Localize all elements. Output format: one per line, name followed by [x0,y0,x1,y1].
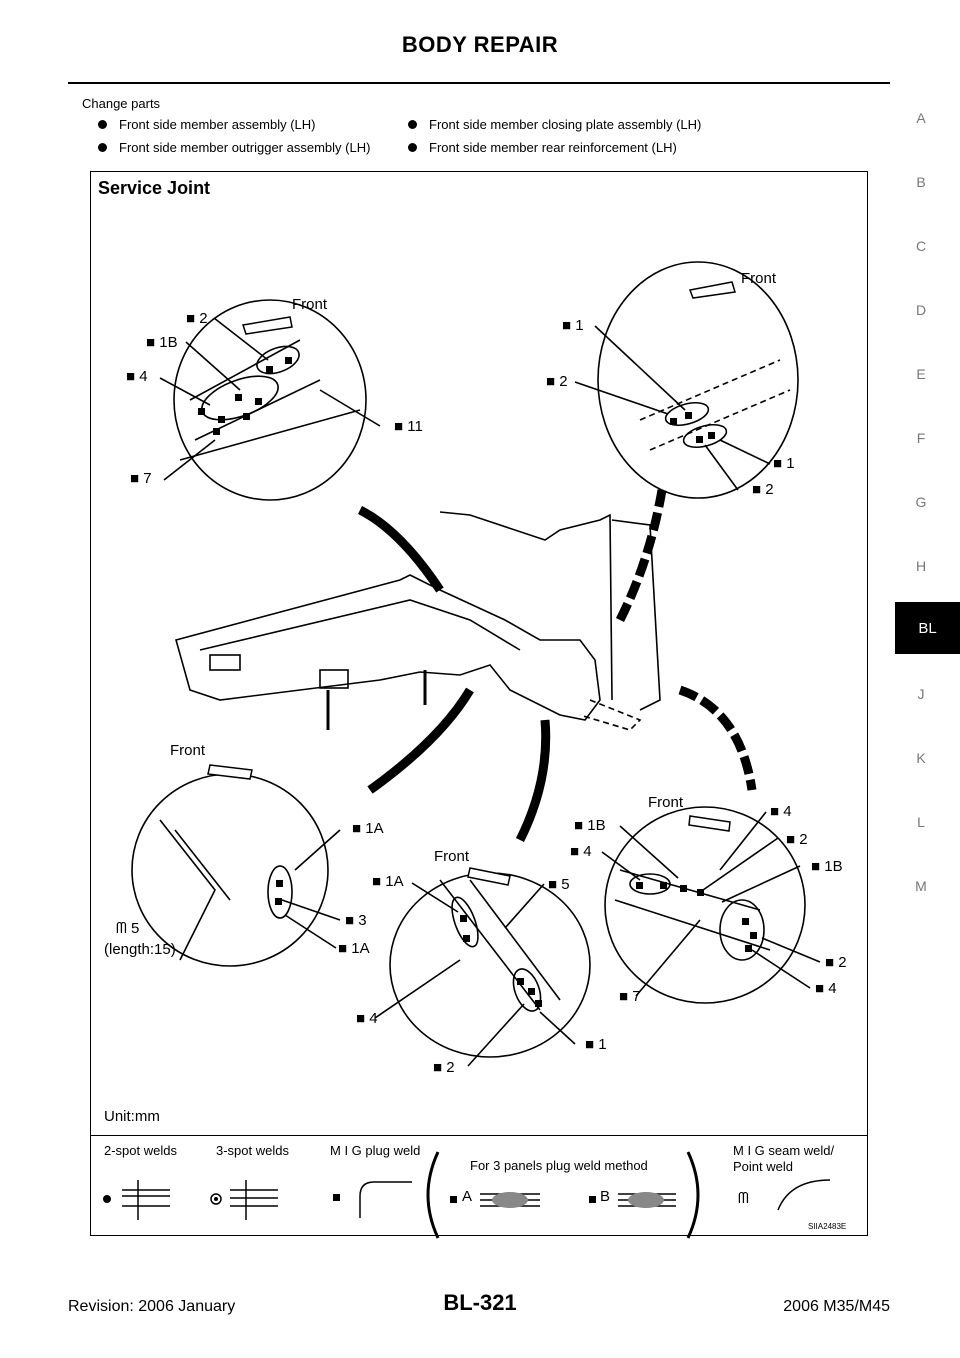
weld-label: ■ 2 [752,481,774,498]
legend-two-spot: 2-spot welds [104,1143,177,1158]
weld-label: ■ 7 [130,470,152,487]
side-index-d[interactable]: D [915,302,927,318]
seam-weld-label: ᗰ 5 [116,920,140,937]
change-part-item: Front side member closing plate assembly… [408,117,701,132]
page-title: BODY REPAIR [401,32,559,57]
bullet-icon [98,120,107,129]
title-divider [68,82,890,84]
figure-title: Service Joint [98,178,211,198]
detail-circle-bottom-left [131,773,329,967]
weld-label: ■ 1B [574,817,606,834]
bullet-icon [408,120,417,129]
legend-mig-seam: M I G seam weld/ [733,1143,835,1158]
front-side-member [175,574,601,721]
side-index-f[interactable]: F [916,430,926,446]
weld-label: ■ 1B [811,858,843,875]
front-label: Front [292,296,328,313]
detail-circle-bottom-right [604,806,806,1004]
change-part-item: Front side member outrigger assembly (LH… [98,140,370,155]
legend-b: B [600,1188,611,1205]
front-arrow-icon [242,316,293,335]
side-index-c[interactable]: C [915,238,927,254]
legend-a: A [462,1188,473,1205]
detail-circle-top-left [173,299,367,501]
weld-label: ■ 2 [786,831,808,848]
side-index-j[interactable]: J [917,686,925,702]
front-label: Front [434,848,470,865]
weld-label: ■ 11 [394,418,423,435]
change-part-label: Front side member rear reinforcement (LH… [429,140,677,155]
weld-label: ■ 3 [345,912,367,929]
page-number: BL-321 [443,1290,517,1315]
detail-circle-top-right [597,261,799,499]
change-part-item: Front side member rear reinforcement (LH… [408,140,677,155]
side-index-b[interactable]: B [916,174,926,190]
legend-mig-plug: M I G plug weld [330,1143,421,1158]
front-arrow-icon [467,867,511,886]
legend-three-spot: 3-spot welds [216,1143,289,1158]
weld-label: ■ 1 [562,317,584,334]
side-index-bl-active[interactable]: BL [895,602,960,654]
side-index-g[interactable]: G [915,494,927,510]
change-part-label: Front side member closing plate assembly… [429,117,702,132]
revision-label: Revision: 2006 January [68,1298,236,1315]
front-arrow-icon [207,764,253,780]
side-index-h[interactable]: H [915,558,927,574]
front-label: Front [741,270,777,287]
change-part-label: Front side member assembly (LH) [119,117,316,132]
side-index-k[interactable]: K [916,750,926,766]
weld-label: ■ 4 [356,1010,378,1027]
bullet-icon [98,143,107,152]
weld-label: ■ 2 [186,310,208,327]
weld-label: ■ 2 [546,373,568,390]
weld-label: ■ 1A [338,940,370,957]
weld-label: ■ 4 [126,368,148,385]
change-parts-title: Change parts [82,96,161,111]
side-index-l[interactable]: L [917,814,925,830]
bullet-icon [408,143,417,152]
weld-label: ■ 4 [770,803,792,820]
weld-label: ■ 1A [352,820,384,837]
weld-label: ■ 7 [619,988,641,1005]
figure-code: SIIA2483E [808,1222,847,1231]
weld-label: ■ 5 [548,876,570,893]
seam-length-label: (length:15) [104,941,176,958]
figure-frame [90,171,868,1236]
side-index-e[interactable]: E [916,366,926,382]
legend-point-weld: Point weld [733,1159,793,1174]
front-arrow-icon [688,281,736,299]
model-label: 2006 M35/M45 [783,1298,890,1315]
seam-weld-icon: ᗰ [116,920,127,937]
legend-three-panels: For 3 panels plug weld method [470,1158,648,1173]
weld-label: ■ 4 [815,980,837,997]
weld-label: ■ 2 [433,1059,455,1076]
change-part-label: Front side member outrigger assembly (LH… [119,140,371,155]
front-label: Front [170,742,206,759]
front-label: Front [648,794,684,811]
weld-label: ■ 1B [146,334,178,351]
legend-divider [90,1135,868,1136]
weld-label: ■ 1 [773,455,795,472]
seam-weld-icon: ᗰ [738,1190,749,1207]
weld-label: ■ 2 [825,954,847,971]
side-index-a[interactable]: A [916,110,926,126]
side-index-m[interactable]: M [915,878,927,894]
front-arrow-icon [688,815,731,832]
weld-label: ■ 4 [570,843,592,860]
weld-label: ■ 1A [372,873,404,890]
weld-label: ■ 1 [585,1036,607,1053]
unit-label: Unit:mm [104,1108,160,1125]
change-part-item: Front side member assembly (LH) [98,117,316,132]
